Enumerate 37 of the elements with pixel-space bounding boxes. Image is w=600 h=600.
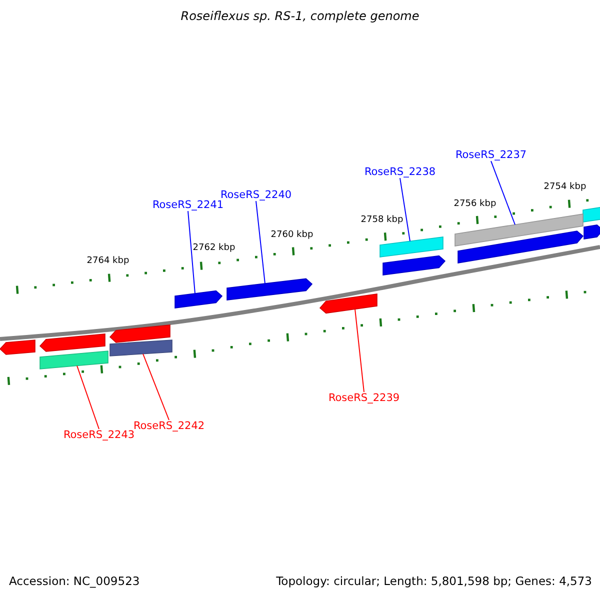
tick-label: 2764 kbp bbox=[86, 256, 130, 266]
gene-feature bbox=[458, 230, 584, 264]
gene-feature bbox=[226, 278, 313, 300]
gene-label: RoseRS_2243 bbox=[63, 429, 135, 442]
accession-text: Accession: NC_009523 bbox=[9, 575, 140, 588]
gene-feature bbox=[0, 340, 36, 355]
tick-label: 2754 kbp bbox=[544, 182, 586, 192]
gene-feature bbox=[382, 255, 446, 276]
gene-feature bbox=[39, 334, 106, 352]
tick-label: 2760 kbp bbox=[270, 230, 314, 240]
leader-line bbox=[76, 365, 100, 430]
leader-line bbox=[142, 353, 170, 420]
gene-feature bbox=[109, 324, 170, 343]
tick-label: 2758 kbp bbox=[360, 215, 404, 226]
gene-label: RoseRS_2242 bbox=[133, 420, 205, 432]
feature-bar bbox=[582, 206, 600, 222]
genome-summary: Topology: circular; Length: 5,801,598 bp; Genes: 4,573 bbox=[276, 575, 592, 588]
feature-bar bbox=[40, 350, 108, 370]
leader-line bbox=[490, 160, 516, 226]
leader-line bbox=[256, 200, 266, 284]
leader-line bbox=[188, 210, 196, 294]
gene-feature bbox=[584, 224, 600, 240]
gene-feature bbox=[174, 290, 223, 308]
leader-line bbox=[400, 178, 410, 242]
gene-label: RoseRS_2241 bbox=[152, 199, 224, 212]
tick-label: 2756 kbp bbox=[454, 199, 496, 210]
gene-label: RoseRS_2237 bbox=[455, 149, 527, 162]
gene-label: RoseRS_2240 bbox=[220, 189, 292, 202]
gene-label: RoseRS_2239 bbox=[328, 392, 400, 404]
tick-label: 2762 kbp bbox=[192, 243, 236, 254]
gene-feature bbox=[319, 294, 378, 314]
gene-label: RoseRS_2238 bbox=[364, 166, 436, 178]
feature-bar bbox=[380, 236, 444, 258]
title: Roseiflexus sp. RS-1, complete genome bbox=[180, 10, 420, 24]
feature-bar bbox=[110, 340, 172, 356]
feature-bar bbox=[454, 214, 584, 246]
leader-line bbox=[354, 308, 364, 392]
